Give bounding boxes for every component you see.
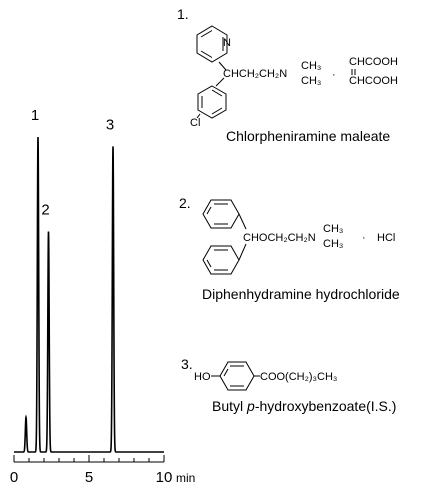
compound-1-dot: · xyxy=(332,69,336,81)
peak-labels: 1 2 3 xyxy=(31,107,114,219)
peak-label-2: 2 xyxy=(41,202,49,219)
compound-3-structure: HO COO(CH₂)₃CH₃ xyxy=(194,361,337,391)
compound-2-ch3-bottom: CH₃ xyxy=(323,238,343,250)
compound-1-name: Chlorpheniramine maleate xyxy=(226,128,391,144)
compound-1-number: 1. xyxy=(177,6,189,22)
x-axis-unit: min xyxy=(176,471,195,485)
compound-3-left: HO xyxy=(194,371,211,383)
compound-1-chain: CHCH₂CH₂N xyxy=(223,68,287,80)
peak-label-3: 3 xyxy=(106,116,114,133)
peak-label-1: 1 xyxy=(31,107,39,124)
compound-2-name: Diphenhydramine hydrochloride xyxy=(202,286,400,302)
compound-3-number: 3. xyxy=(181,356,193,372)
compound-1-ch3-top: CH₃ xyxy=(301,60,321,72)
compound-3-name: Butyl p-hydroxybenzoate(I.S.) xyxy=(212,398,397,414)
compound-2-ch3-top: CH₃ xyxy=(323,223,343,235)
compound-2-number: 2. xyxy=(179,195,191,211)
compound-2-dot: · xyxy=(362,232,366,244)
chromatogram-trace xyxy=(14,136,164,453)
compound-1-acid-top: CHCOOH xyxy=(349,56,398,68)
x-tick-label: 0 xyxy=(10,469,18,486)
compound-2-salt: HCl xyxy=(377,232,395,244)
compound-1-ch3-bottom: CH₃ xyxy=(301,75,321,87)
compound-1-structure: N CHCH₂CH₂N CH₃ CH₃ · CHCOOH CHCOOH Cl xyxy=(190,25,398,126)
x-tick-label: 10 xyxy=(156,469,173,486)
x-tick-label: 5 xyxy=(85,469,93,486)
compound-2-chain: CHOCH₂CH₂N xyxy=(243,232,316,244)
chlorine-label: Cl xyxy=(190,117,200,126)
compound-2-structure: CHOCH₂CH₂N CH₃ CH₃ · HCl xyxy=(202,199,395,275)
compound-3-right: COO(CH₂)₃CH₃ xyxy=(260,371,337,383)
compound-1-acid-bottom: CHCOOH xyxy=(349,75,398,87)
pyridine-n-label: N xyxy=(223,37,231,49)
trace-line xyxy=(14,136,164,453)
